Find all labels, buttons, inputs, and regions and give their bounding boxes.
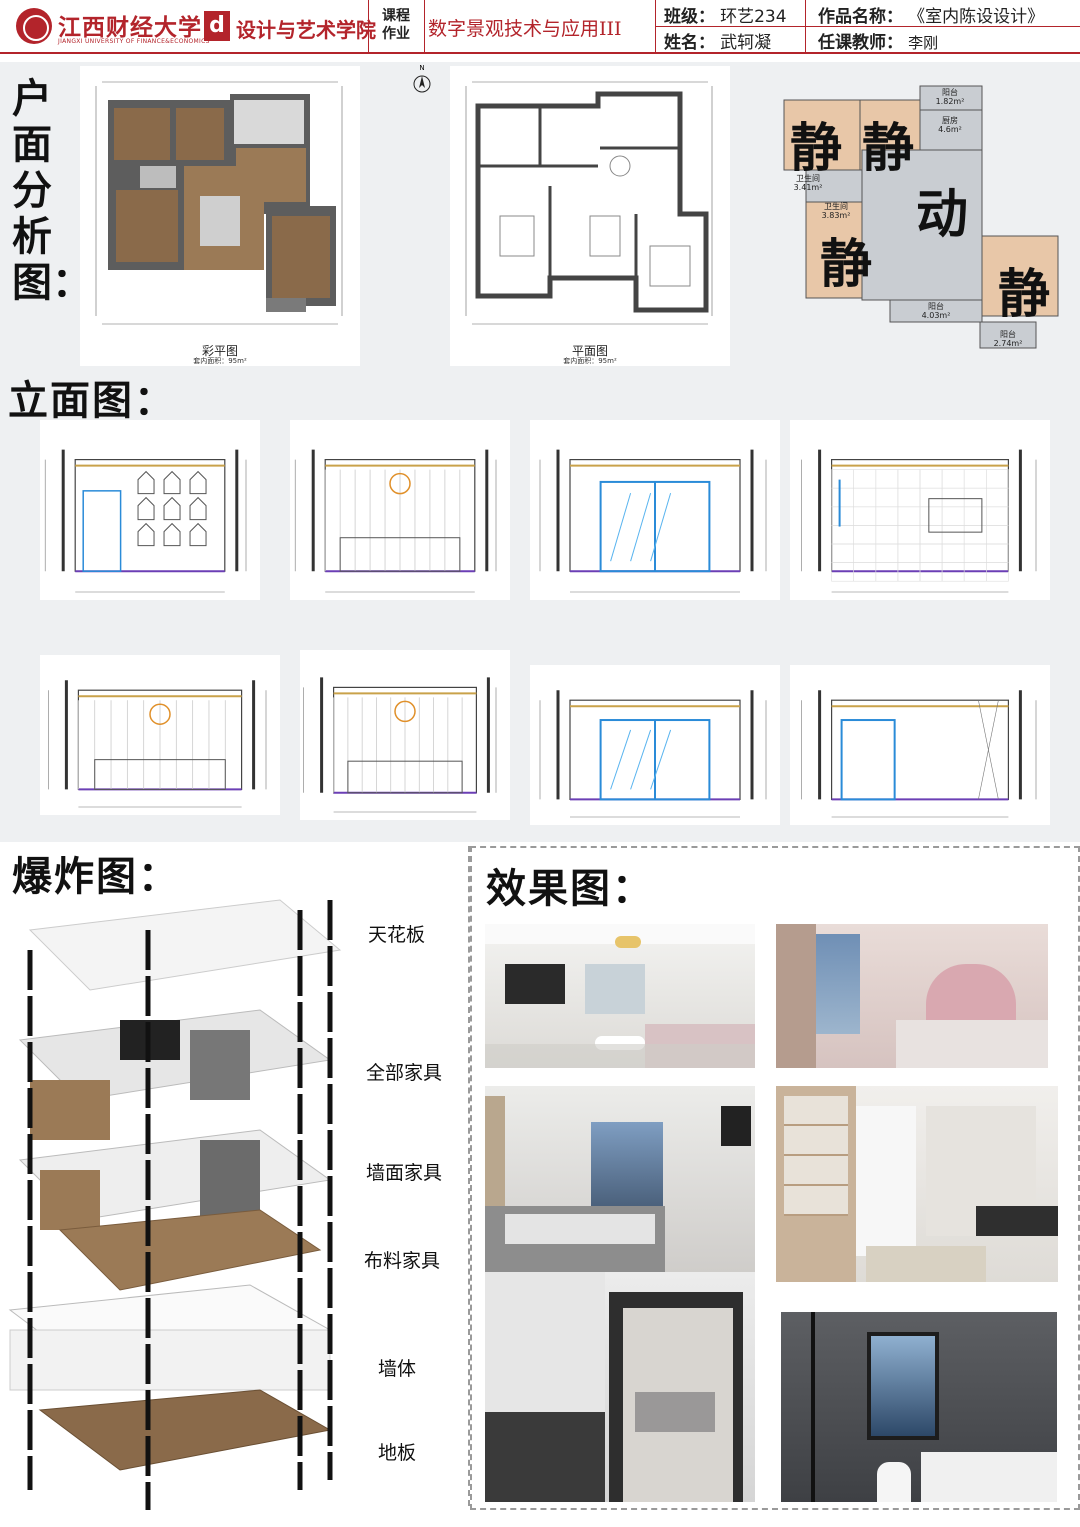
university-seal-icon <box>16 8 52 44</box>
render-kids-bedroom <box>776 924 1048 1068</box>
elevation-drawing-2 <box>290 420 510 600</box>
zone-dynamic-living: 动 <box>916 185 969 245</box>
homework-label: 课程 作业 <box>372 7 420 43</box>
elevation-drawing-7 <box>530 665 780 825</box>
explosion-drawing <box>8 899 342 1510</box>
zone-static-bedroom3: 静 <box>820 235 873 295</box>
plan-analysis-title: 户面分析图： <box>12 76 92 306</box>
color-plan-drawing <box>95 78 343 328</box>
room-balcony-mid: 阳台 4.03m² <box>921 302 951 320</box>
work-label: 作品名称： <box>818 7 903 27</box>
university-name-en: JIANGXI UNIVERSITY OF FINANCE&ECONOMICS <box>58 38 210 45</box>
class-label: 班级： <box>664 7 715 27</box>
name-value: 武轲凝 <box>720 33 772 53</box>
north-arrow-icon: N <box>412 64 432 98</box>
layer-ceiling: 天花板 <box>368 924 426 946</box>
elevation-drawing-8 <box>790 665 1050 825</box>
elevation-drawing-4 <box>790 420 1050 600</box>
homework-cell <box>368 0 425 52</box>
teacher-label: 任课教师： <box>818 33 903 53</box>
layer-fabric-furniture: 布料家具 <box>364 1250 441 1272</box>
elevation-drawing-1 <box>40 420 260 600</box>
flat-plan-drawing <box>465 81 713 325</box>
render-study-room <box>776 1086 1058 1282</box>
class-field: 班级： 环艺234 <box>664 2 787 27</box>
explosion-frame <box>0 846 470 1506</box>
name-field: 姓名： 武轲凝 <box>664 28 771 53</box>
layer-walls: 墙体 <box>378 1358 417 1380</box>
homework-line1: 课程 <box>382 8 410 24</box>
color-plan-area: 套内面积：95m² <box>193 357 247 365</box>
work-value: 《室内陈设设计》 <box>908 7 1045 27</box>
zoning-diagram: 静 静 动 静 静 阳台 1.82m² 厨房 4.6m² 卫生间 3.41m² … <box>770 66 1070 366</box>
room-wc1: 卫生间 3.41m² <box>793 174 823 192</box>
course-name: 数字景观技术与应用III <box>428 18 622 40</box>
header-divider <box>655 26 1080 27</box>
flat-plan-caption: 平面图 <box>571 344 608 358</box>
layer-floor: 地板 <box>378 1442 417 1464</box>
color-plan-caption: 彩平图 <box>201 344 238 358</box>
elevation-title: 立面图： <box>8 378 176 424</box>
zone-static-bedroom4: 静 <box>998 265 1051 325</box>
renders-title: 效果图： <box>486 866 654 912</box>
homework-line2: 作业 <box>382 26 410 42</box>
render-bathroom <box>781 1312 1057 1502</box>
color-plan: 彩平图 套内面积：95m² <box>80 66 360 366</box>
college-logo-icon: d <box>204 11 230 41</box>
teacher-field: 任课教师： 李刚 <box>818 28 938 53</box>
room-wc2: 卫生间 3.83m² <box>821 202 851 220</box>
room-balcony-top: 阳台 1.82m² <box>935 88 965 106</box>
elevation-drawing-3 <box>530 420 780 600</box>
flat-plan: 平面图 套内面积：95m² <box>450 66 730 366</box>
elevation-drawing-6 <box>300 650 510 820</box>
page-header: 江西财经大学 JIANGXI UNIVERSITY OF FINANCE&ECO… <box>0 0 1080 54</box>
renders-frame <box>470 846 1080 1510</box>
flat-plan-area: 套内面积：95m² <box>563 357 617 365</box>
render-master-bedroom <box>485 1086 755 1272</box>
zone-static-bedroom1: 静 <box>790 119 843 179</box>
elevation-drawing-5 <box>40 655 280 815</box>
render-dining-kitchen <box>485 1272 755 1502</box>
explosion-title: 爆炸图： <box>12 854 180 900</box>
north-label: N <box>419 64 425 72</box>
layer-wall-furniture: 墙面家具 <box>366 1162 443 1184</box>
course-cell <box>424 0 655 52</box>
college-name: 设计与艺术学院 <box>236 18 376 42</box>
zone-static-bedroom2: 静 <box>862 119 915 179</box>
university-name: 江西财经大学 <box>58 14 202 41</box>
name-label: 姓名： <box>664 33 715 53</box>
class-value: 环艺234 <box>720 7 787 27</box>
teacher-value: 李刚 <box>908 34 939 52</box>
layer-all-furniture: 全部家具 <box>366 1062 443 1084</box>
room-kitchen: 厨房 4.6m² <box>938 116 962 134</box>
work-field: 作品名称： 《室内陈设设计》 <box>818 2 1044 27</box>
render-living-room <box>485 924 755 1068</box>
room-balcony-bottom: 阳台 2.74m² <box>993 330 1023 348</box>
